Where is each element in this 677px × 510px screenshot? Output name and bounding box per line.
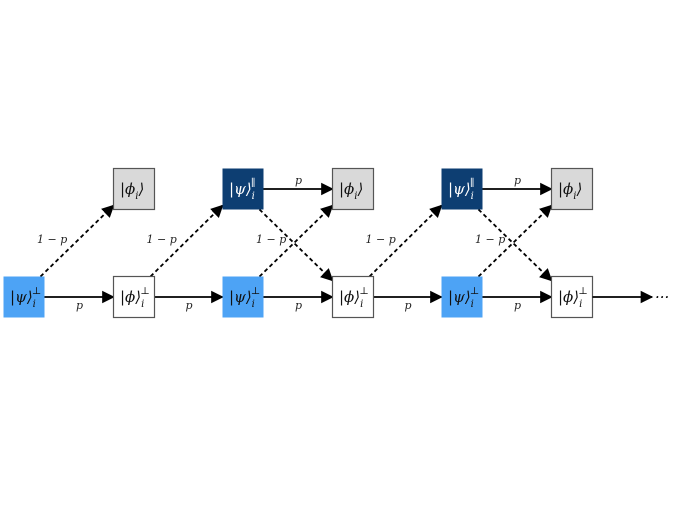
dashed-edge-t4-n6	[477, 208, 553, 282]
state-box	[550, 167, 594, 211]
state-box	[441, 168, 483, 210]
dashed-edge-n4-t4	[368, 204, 443, 278]
state-label: |ϕ⟩i⊥	[558, 286, 588, 310]
edge-label-t2-t3: p	[295, 174, 302, 187]
state-label: |ϕi⟩	[120, 180, 144, 202]
state-label: |ψ⟩i⊥	[448, 286, 479, 310]
state-box	[222, 168, 264, 210]
edge-label-t4-t5: p	[514, 174, 521, 187]
dashed-edge-t2-n4	[258, 208, 334, 282]
state-node-t3: |ϕi⟩	[331, 167, 375, 211]
state-box	[222, 276, 264, 318]
state-label: |ψ⟩i∥	[448, 177, 475, 202]
state-node-n1: |ψ⟩i⊥	[3, 276, 45, 318]
edge-label-n2-n3: p	[186, 299, 193, 312]
state-box	[112, 167, 156, 211]
state-label: |ϕ⟩i⊥	[120, 286, 150, 310]
edge-label-n2-t2: 1 − p	[147, 233, 177, 246]
dashed-edge-n1-t1	[39, 204, 115, 278]
state-box	[112, 275, 156, 319]
state-box	[3, 276, 45, 318]
state-node-n3: |ψ⟩i⊥	[222, 276, 264, 318]
state-node-n5: |ψ⟩i⊥	[441, 276, 483, 318]
continuation-ellipsis: ···	[655, 288, 669, 306]
edge-label-n3-n4: p	[295, 299, 302, 312]
edges: p p p p p p p 1 − p 1 − p 1 − p 1 − p 1 − p	[37, 174, 553, 312]
state-box	[441, 276, 483, 318]
state-node-t2: |ψ⟩i∥	[222, 168, 264, 210]
edge-label-n4-n5: p	[405, 299, 412, 312]
edge-label-n1-n2: p	[76, 299, 83, 312]
continuation: ···	[592, 288, 669, 306]
state-box	[331, 167, 375, 211]
edge-label-n3-t3: 1 − p	[256, 233, 286, 246]
state-node-n6: |ϕ⟩i⊥	[550, 275, 594, 319]
state-label: |ψ⟩i⊥	[10, 286, 41, 310]
state-label: |ψ⟩i∥	[229, 177, 256, 202]
edge-label-n4-t4: 1 − p	[366, 233, 396, 246]
state-node-t4: |ψ⟩i∥	[441, 168, 483, 210]
edge-label-n5-t5: 1 − p	[475, 233, 505, 246]
state-label: |ψ⟩i⊥	[229, 286, 260, 310]
state-box	[331, 275, 375, 319]
nodes: |ψ⟩i⊥ |ϕ⟩i⊥ |ψ⟩i⊥ |ϕ⟩i⊥ |ψ⟩i⊥ |ϕ⟩i⊥ |ϕi⟩ |ψ⟩i∥ |…	[3, 167, 594, 319]
dashed-edge-n5-t5	[477, 204, 553, 278]
dashed-edge-n3-t3	[258, 204, 334, 278]
state-node-n2: |ϕ⟩i⊥	[112, 275, 156, 319]
state-node-n4: |ϕ⟩i⊥	[331, 275, 375, 319]
edge-label-n5-n6: p	[514, 299, 521, 312]
dashed-edge-n2-t2	[149, 204, 224, 278]
state-label: |ϕ⟩i⊥	[339, 286, 369, 310]
edge-label-n1-t1: 1 − p	[37, 233, 67, 246]
state-label: |ϕi⟩	[339, 180, 363, 202]
state-label: |ϕi⟩	[558, 180, 582, 202]
state-node-t1: |ϕi⟩	[112, 167, 156, 211]
state-node-t5: |ϕi⟩	[550, 167, 594, 211]
